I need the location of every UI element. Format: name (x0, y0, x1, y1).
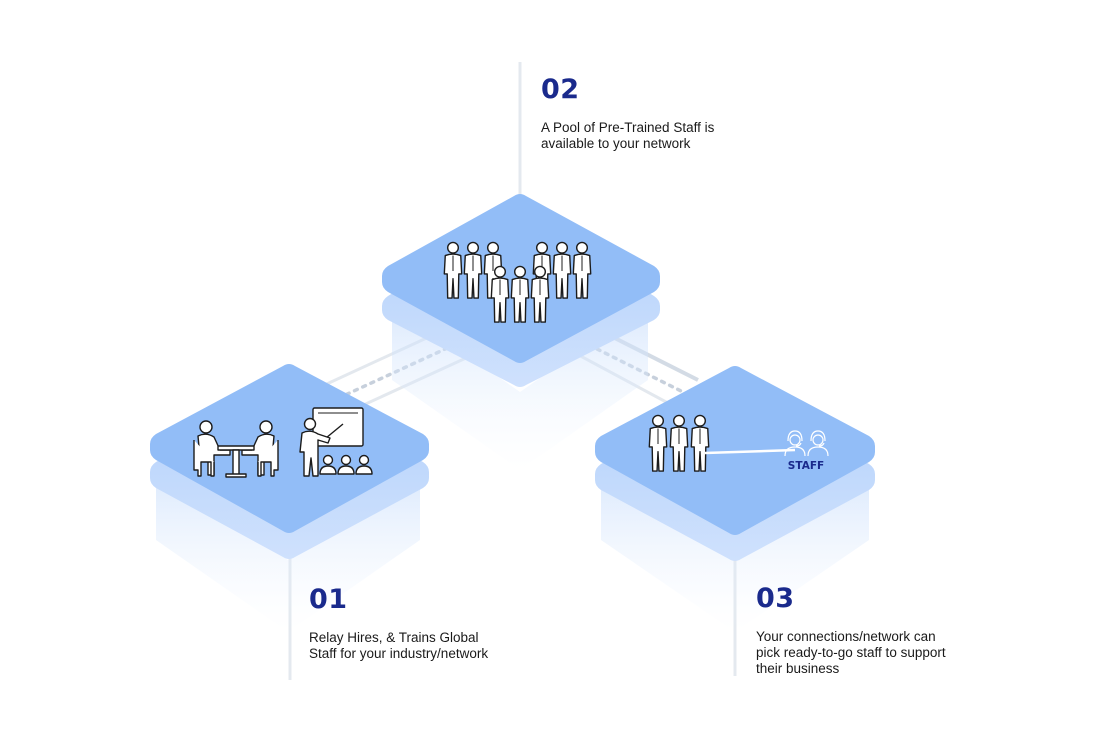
step-description: Relay Hires, & Trains Global Staff for y… (309, 630, 539, 662)
step-description-line: Your connections/network can (756, 629, 936, 644)
staff-badge: STAFF (788, 460, 824, 472)
step-03: 03 Your connections/network can pick rea… (756, 583, 986, 677)
step-number: 03 (756, 583, 795, 614)
teacher-presentation-icon (299, 407, 373, 477)
tile-03 (595, 366, 875, 632)
staff-link-line (704, 448, 796, 455)
staff-group-icon (443, 241, 592, 323)
step-description-line: A Pool of Pre-Trained Staff is (541, 120, 715, 135)
step-description-line: Staff for your industry/network (309, 646, 489, 661)
step-number: 02 (541, 74, 580, 105)
step-description-line: Relay Hires, & Trains Global (309, 630, 479, 645)
step-description-line: their business (756, 661, 840, 676)
support-headset-icon (784, 430, 829, 457)
step-01: 01 Relay Hires, & Trains Global Staff fo… (309, 584, 539, 662)
tile-01 (150, 364, 429, 632)
step-description-line: pick ready-to-go staff to support (756, 645, 946, 660)
interview-icon (193, 420, 279, 478)
step-number: 01 (309, 584, 348, 615)
step-02: 02 A Pool of Pre-Trained Staff is availa… (541, 74, 761, 152)
step-description-line: available to your network (541, 136, 691, 151)
step-description: Your connections/network can pick ready-… (756, 629, 986, 677)
step-description: A Pool of Pre-Trained Staff is available… (541, 120, 761, 152)
staff-trio-icon (648, 414, 710, 472)
